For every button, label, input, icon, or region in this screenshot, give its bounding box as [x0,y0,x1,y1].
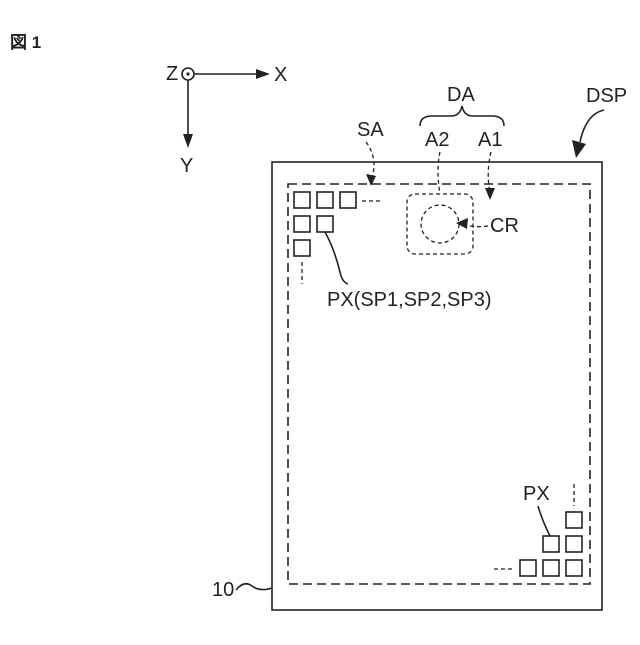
pixel [340,192,356,208]
z-axis-label: Z [166,63,178,85]
seal-area-label: SA [357,119,384,141]
display-device-label: DSP [586,85,627,107]
y-axis-label: Y [180,155,193,177]
x-axis-label: X [274,64,287,86]
pixel [566,536,582,552]
pixel [294,240,310,256]
pixel [566,512,582,528]
pixel [543,560,559,576]
pixel [294,216,310,232]
sub-area-a1-label: A1 [478,129,502,151]
sa-leader-line [366,142,374,178]
substrate-leader-line [236,584,272,590]
x-axis-arrowhead [256,69,270,79]
z-axis-dot [186,72,189,75]
pixel-label: PX [523,483,550,505]
pixel-array-top-left [294,192,382,284]
sub-area-a2-label: A2 [425,129,449,151]
coordinate-axes: Z X Y [166,63,287,177]
pixel [294,192,310,208]
dsp-arrowhead [572,140,586,158]
camera-circle [421,205,459,243]
cr-leader-arrowhead [456,218,468,229]
px-full-leader-line [325,232,348,284]
a2-leader-line [438,152,440,194]
a1-leader-line [488,152,491,194]
pixel [543,536,559,552]
dsp-leader-line [580,110,604,142]
display-area-label: DA [447,84,475,106]
y-axis-arrowhead [183,134,193,148]
pixel [317,192,333,208]
pixel-full-label: PX(SP1,SP2,SP3) [327,289,492,311]
camera-label: CR [490,215,519,237]
pixel [520,560,536,576]
pixel [317,216,333,232]
figure-label: 図 1 [10,33,41,52]
pixel [566,560,582,576]
px-leader-line [538,506,550,536]
substrate-label: 10 [212,579,234,601]
a1-leader-arrowhead [485,188,495,200]
display-area-brace [420,106,504,126]
